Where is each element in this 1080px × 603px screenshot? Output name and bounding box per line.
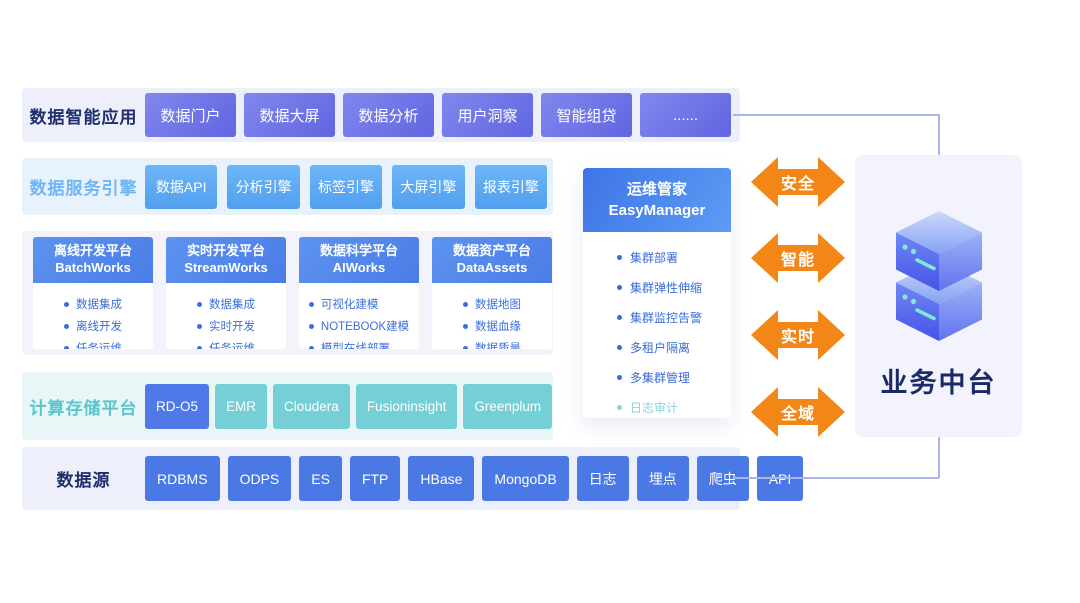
compute-chip-emr[interactable]: EMR	[215, 383, 268, 429]
engines-row-label: 数据服务引擎	[29, 179, 138, 198]
platform-feature: 数据集成	[197, 296, 255, 312]
platform-card-header: 数据科学平台 AIWorks	[299, 237, 419, 283]
business-platform-panel: 业务中台	[855, 155, 1022, 437]
engine-chip-screen[interactable]: 大屏引擎	[392, 164, 465, 209]
connector-line-bottom-horizontal	[733, 477, 939, 479]
engine-chip-tag[interactable]: 标签引擎	[309, 164, 383, 209]
easymanager-feature: 集群弹性伸缩	[617, 279, 725, 296]
easymanager-feature: 集群部署	[617, 249, 725, 266]
compute-buttons: RD-O5 EMR Cloudera Fusioninsight Greenpl…	[145, 383, 553, 429]
engines-row: 数据服务引擎 数据API 分析引擎 标签引擎 大屏引擎 报表引擎	[22, 158, 553, 215]
platform-title-en: AIWorks	[332, 260, 386, 275]
app-chip-data-screen[interactable]: 数据大屏	[244, 93, 335, 137]
source-buttons: RDBMS ODPS ES FTP HBase MongoDB 日志 埋点 爬虫…	[145, 456, 804, 501]
sources-row: 数据源 RDBMS ODPS ES FTP HBase MongoDB 日志 埋…	[22, 447, 804, 510]
arrow-label: 实时	[780, 329, 815, 346]
app-chip-user-insight[interactable]: 用户洞察	[442, 93, 533, 137]
app-chip-smart-loan[interactable]: 智能组贷	[541, 93, 632, 137]
easymanager-feature: 日志审计	[617, 399, 725, 416]
connector-line-top-horizontal	[733, 114, 939, 116]
connector-line-top-vertical	[938, 114, 940, 155]
server-stack-icon	[895, 211, 982, 341]
platform-feature: NOTEBOOK建模	[309, 318, 409, 334]
easymanager-feature: 多集群管理	[617, 369, 725, 386]
connector-line-bottom-vertical	[938, 437, 940, 478]
compute-row-label: 计算存储平台	[29, 398, 138, 418]
platform-feature: 模型在线部署	[309, 340, 409, 349]
source-chip-tracking[interactable]: 埋点	[636, 456, 689, 501]
engine-buttons: 数据API 分析引擎 标签引擎 大屏引擎 报表引擎	[145, 164, 553, 209]
platform-card-header: 离线开发平台 BatchWorks	[33, 237, 153, 283]
compute-chip-fusioninsight[interactable]: Fusioninsight	[355, 383, 458, 429]
platform-card-batchworks[interactable]: 离线开发平台 BatchWorks 数据集成 离线开发 任务运维	[33, 237, 153, 349]
arrow-label: 安全	[780, 176, 815, 193]
compute-chip-rdos[interactable]: RD-O5	[145, 383, 210, 429]
compute-chip-cloudera[interactable]: Cloudera	[273, 383, 350, 429]
easymanager-feature: 多租户隔离	[617, 339, 725, 356]
business-platform-title: 业务中台	[880, 368, 997, 398]
platform-title-en: DataAssets	[456, 260, 528, 275]
easymanager-feature-list: 集群部署 集群弹性伸缩 集群监控告警 多租户隔离 多集群管理 日志审计	[583, 232, 731, 418]
apps-row-label: 数据智能应用	[29, 107, 138, 127]
platform-feature: 实时开发	[197, 318, 255, 334]
app-chip-data-analysis[interactable]: 数据分析	[343, 93, 434, 137]
source-chip-rdbms[interactable]: RDBMS	[145, 456, 220, 501]
apps-row: 数据智能应用 数据门户 数据大屏 数据分析 用户洞察 智能组贷 ......	[22, 88, 740, 142]
compute-chip-greenplum[interactable]: Greenplum	[463, 383, 553, 429]
double-arrow-security: 安全	[751, 154, 845, 210]
platform-feature: 数据地图	[463, 296, 521, 312]
double-arrow-fulldomain: 全域	[751, 384, 845, 440]
platform-title-cn: 离线开发平台	[53, 243, 132, 259]
engine-chip-data-api[interactable]: 数据API	[145, 164, 218, 209]
platform-feature: 任务运维	[64, 340, 122, 349]
source-chip-crawler[interactable]: 爬虫	[696, 456, 749, 501]
platform-card-aiworks[interactable]: 数据科学平台 AIWorks 可视化建模 NOTEBOOK建模 模型在线部署	[299, 237, 419, 349]
platform-card-streamworks[interactable]: 实时开发平台 StreamWorks 数据集成 实时开发 任务运维	[166, 237, 286, 349]
engine-chip-analysis[interactable]: 分析引擎	[227, 164, 300, 209]
engine-chip-report[interactable]: 报表引擎	[474, 164, 548, 209]
easymanager-title-cn: 运维管家	[626, 181, 687, 198]
platform-feature: 可视化建模	[309, 296, 409, 312]
double-arrow-intelligent: 智能	[751, 230, 845, 286]
double-arrow-icon	[751, 157, 845, 207]
source-chip-hbase[interactable]: HBase	[408, 456, 475, 501]
sources-row-label: 数据源	[56, 471, 111, 490]
app-chip-data-portal[interactable]: 数据门户	[145, 93, 236, 137]
double-arrow-icon	[751, 387, 845, 437]
double-arrow-realtime: 实时	[751, 307, 845, 363]
source-chip-mongodb[interactable]: MongoDB	[482, 456, 569, 501]
platform-title-cn: 数据科学平台	[319, 243, 398, 259]
double-arrow-icon	[751, 310, 845, 360]
platform-title-en: BatchWorks	[55, 260, 131, 275]
arrow-label: 全域	[780, 406, 815, 423]
platform-feature: 数据集成	[64, 296, 122, 312]
app-chip-more[interactable]: ......	[640, 93, 731, 137]
source-chip-log[interactable]: 日志	[576, 456, 629, 501]
platform-card-header: 实时开发平台 StreamWorks	[166, 237, 286, 283]
easymanager-panel[interactable]: 运维管家 EasyManager 集群部署 集群弹性伸缩 集群监控告警 多租户隔…	[583, 168, 731, 418]
platform-card-dataassets[interactable]: 数据资产平台 DataAssets 数据地图 数据血缘 数据质量	[432, 237, 552, 349]
platform-card-header: 数据资产平台 DataAssets	[432, 237, 552, 283]
arrow-label: 智能	[780, 252, 815, 269]
platform-feature: 离线开发	[64, 318, 122, 334]
apps-buttons: 数据门户 数据大屏 数据分析 用户洞察 智能组贷 ......	[145, 93, 740, 137]
easymanager-feature: 集群监控告警	[617, 309, 725, 326]
source-chip-api[interactable]: API	[756, 456, 804, 501]
platforms-panel: 离线开发平台 BatchWorks 数据集成 离线开发 任务运维 实时开发平台 …	[22, 231, 553, 355]
platform-title-cn: 数据资产平台	[452, 243, 531, 259]
platform-feature: 任务运维	[197, 340, 255, 349]
platform-feature: 数据血缘	[463, 318, 521, 334]
platform-title-en: StreamWorks	[184, 260, 268, 275]
compute-row: 计算存储平台 RD-O5 EMR Cloudera Fusioninsight …	[22, 372, 553, 440]
double-arrow-icon	[751, 233, 845, 283]
easymanager-title-en: EasyManager	[608, 202, 706, 219]
platform-title-cn: 实时开发平台	[186, 243, 265, 259]
platform-feature: 数据质量	[463, 340, 521, 349]
source-chip-odps[interactable]: ODPS	[227, 456, 292, 501]
source-chip-ftp[interactable]: FTP	[349, 456, 401, 501]
easymanager-header: 运维管家 EasyManager	[583, 168, 731, 232]
source-chip-es[interactable]: ES	[299, 456, 342, 501]
